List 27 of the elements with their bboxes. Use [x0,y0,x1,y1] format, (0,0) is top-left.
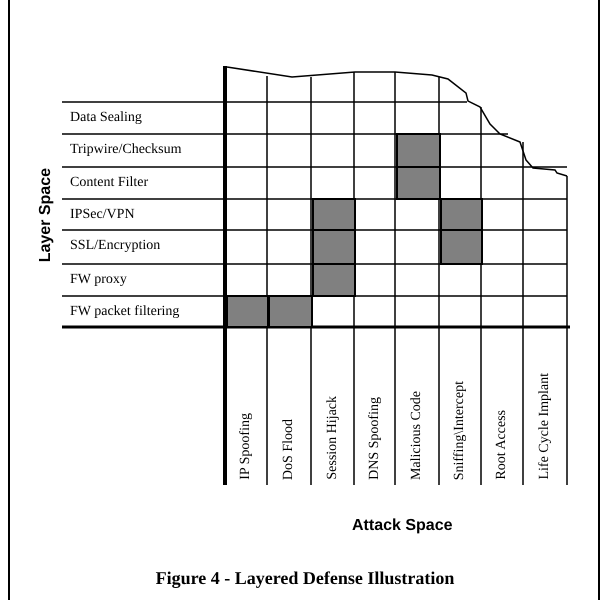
shaded-cell [440,229,483,265]
layer-label: Tripwire/Checksum [70,141,182,159]
shaded-cell [440,198,483,231]
figure-caption: Figure 4 - Layered Defense Illustration [154,568,456,589]
shaded-cell [312,263,356,297]
attack-label: Life Cycle Implant [536,373,553,480]
shaded-cell [268,295,313,328]
attack-label: Malicious Code [408,390,425,480]
attack-label: DNS Spoofing [366,397,382,480]
axis-title: Layer Space [36,168,55,262]
attack-label: Sniffing\Intercept [451,380,468,480]
layer-label: FW packet filtering [70,303,180,321]
attack-label: Session Hijack [324,396,340,480]
attack-label: Root Access [493,410,510,480]
shaded-cell [312,229,356,265]
shaded-cell [396,166,441,200]
shaded-cell [396,133,441,168]
attack-label: DoS Flood [280,418,297,480]
layer-label: Data Sealing [70,109,142,127]
attack-label: IP Spoofing [237,413,254,480]
layer-label: Content Filter [70,174,148,192]
shaded-cell [312,198,356,231]
shaded-cell [226,295,269,328]
axis-title: Attack Space [352,517,452,535]
layer-label: IPSec/VPN [70,206,135,224]
layer-label: SSL/Encryption [70,237,160,255]
layer-label: FW proxy [70,271,127,289]
